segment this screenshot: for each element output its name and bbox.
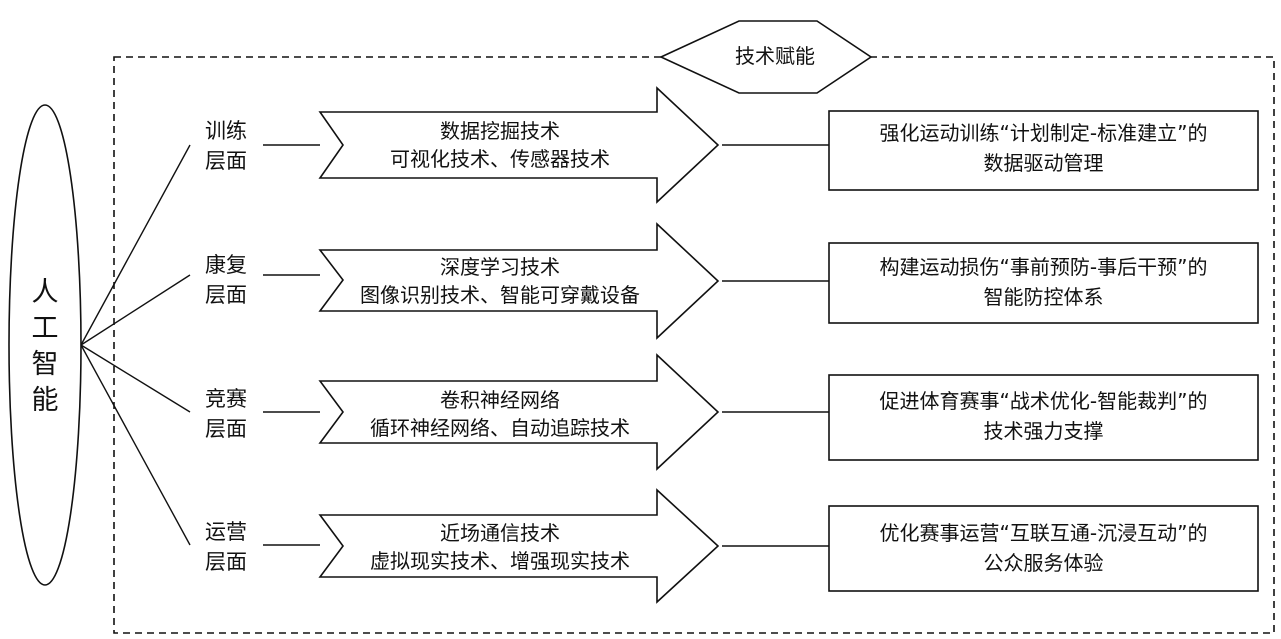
level-label-line: 训练 bbox=[205, 119, 247, 143]
ai-char-2: 工 bbox=[31, 313, 59, 344]
level-label-rehab: 康复 层面 bbox=[196, 250, 256, 310]
outcome-box-4 bbox=[828, 505, 1259, 592]
outcome-line: 智能防控体系 bbox=[983, 285, 1104, 309]
fan-line-4 bbox=[80, 344, 191, 546]
level-label-line: 层面 bbox=[205, 417, 247, 441]
ai-label: 人 工 智 能 bbox=[15, 275, 75, 419]
tech-text-3: 卷积神经网络 循环神经网络、自动追踪技术 bbox=[340, 386, 660, 442]
level-label-training: 训练 层面 bbox=[196, 116, 256, 176]
level-label-competition: 竞赛 层面 bbox=[196, 384, 256, 444]
banner-label: 技术赋能 bbox=[735, 44, 815, 68]
tech-text-2: 深度学习技术 图像识别技术、智能可穿戴设备 bbox=[340, 253, 660, 309]
outcome-text-4: 优化赛事运营“互联互通-沉浸互动”的 公众服务体验 bbox=[829, 518, 1258, 578]
outcome-box-1 bbox=[828, 110, 1259, 191]
tech-arrow-2 bbox=[318, 222, 720, 340]
fan-line-2 bbox=[80, 274, 191, 346]
tech-line: 深度学习技术 bbox=[440, 255, 560, 279]
tech-line: 卷积神经网络 bbox=[440, 388, 560, 412]
tech-line: 虚拟现实技术、增强现实技术 bbox=[370, 549, 630, 573]
ai-char-4: 能 bbox=[31, 385, 59, 416]
outcome-line: 优化赛事运营“互联互通-沉浸互动”的 bbox=[879, 521, 1208, 545]
banner-diamond bbox=[659, 20, 873, 94]
outcome-line: 强化运动训练“计划制定-标准建立”的 bbox=[879, 121, 1208, 145]
ai-char-1: 人 bbox=[31, 277, 59, 308]
outcome-box-3 bbox=[828, 374, 1259, 461]
level-label-line: 层面 bbox=[205, 550, 247, 574]
level-label-line: 竞赛 bbox=[205, 387, 247, 411]
outcome-box-2 bbox=[828, 242, 1259, 324]
level-label-line: 层面 bbox=[205, 149, 247, 173]
tech-line: 图像识别技术、智能可穿戴设备 bbox=[360, 283, 640, 307]
outcome-line: 技术强力支撑 bbox=[983, 419, 1104, 443]
tech-arrow-4 bbox=[318, 488, 720, 604]
outcome-text-1: 强化运动训练“计划制定-标准建立”的 数据驱动管理 bbox=[829, 118, 1258, 178]
tech-line: 近场通信技术 bbox=[440, 521, 560, 545]
outcome-line: 公众服务体验 bbox=[983, 551, 1104, 575]
level-label-line: 康复 bbox=[205, 253, 247, 277]
outcome-text-2: 构建运动损伤“事前预防-事后干预”的 智能防控体系 bbox=[829, 252, 1258, 312]
ai-char-3: 智 bbox=[31, 349, 59, 380]
level-label-operation: 运营 层面 bbox=[196, 517, 256, 577]
tech-line: 数据挖掘技术 bbox=[440, 119, 560, 143]
level-label-line: 运营 bbox=[205, 520, 247, 544]
outcome-line: 数据驱动管理 bbox=[983, 151, 1104, 175]
tech-arrow-3 bbox=[318, 353, 720, 471]
level-label-line: 层面 bbox=[205, 283, 247, 307]
outcome-line: 构建运动损伤“事前预防-事后干预”的 bbox=[879, 255, 1208, 279]
tech-text-1: 数据挖掘技术 可视化技术、传感器技术 bbox=[340, 117, 660, 173]
tech-line: 循环神经网络、自动追踪技术 bbox=[370, 416, 630, 440]
outcome-line: 促进体育赛事“战术优化-智能裁判”的 bbox=[879, 389, 1208, 413]
fan-line-3 bbox=[80, 344, 191, 413]
tech-arrow-1 bbox=[318, 86, 720, 204]
outcome-text-3: 促进体育赛事“战术优化-智能裁判”的 技术强力支撑 bbox=[829, 386, 1258, 446]
fan-line-1 bbox=[80, 144, 191, 346]
tech-text-4: 近场通信技术 虚拟现实技术、增强现实技术 bbox=[340, 519, 660, 575]
tech-line: 可视化技术、传感器技术 bbox=[390, 147, 610, 171]
